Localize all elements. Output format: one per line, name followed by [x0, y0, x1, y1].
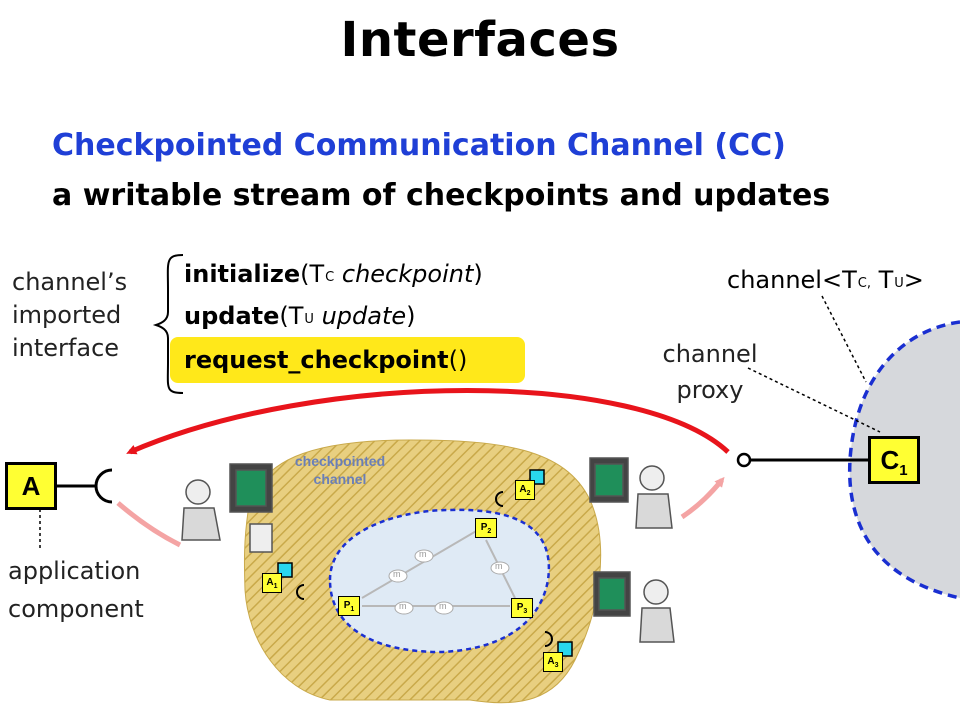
api-update: update(TU update)	[184, 300, 416, 337]
channel-type-label: channel<TC, TU>	[727, 264, 924, 301]
application-component-line: application	[8, 557, 141, 585]
api-method-name: initialize	[184, 260, 301, 288]
inner-channel	[328, 508, 551, 654]
proxy-c1-box: C1	[868, 436, 920, 484]
imported-interface-line: channel’s	[12, 268, 128, 296]
api-param: update	[313, 302, 407, 330]
mini-socket-icon	[544, 631, 553, 647]
application-component-line: component	[8, 595, 144, 623]
user-at-computer-icon	[181, 463, 273, 553]
mini-socket-icon	[296, 584, 305, 600]
api-open: ()	[448, 346, 468, 374]
node-main: A	[547, 656, 555, 667]
leader-proxy	[747, 367, 881, 433]
message-label: m	[393, 569, 401, 579]
inner-channel-line: checkpointed	[294, 453, 386, 469]
node-a1: A1	[262, 573, 282, 593]
page-title: Interfaces	[340, 12, 620, 68]
message-bubble	[434, 601, 454, 615]
inner-channel-label: checkpointed channel	[280, 452, 400, 488]
api-open: (T	[300, 260, 325, 288]
channel-type-sub: C,	[857, 276, 871, 291]
channel-region-outline	[847, 320, 960, 600]
api-open: (T	[279, 302, 304, 330]
socket-icon	[94, 468, 113, 504]
node-main: P	[343, 600, 351, 611]
channel-type-mid: T	[870, 266, 894, 294]
message-label: m	[419, 549, 427, 559]
node-sub: 3	[554, 662, 559, 669]
request-arrow	[126, 388, 730, 455]
interface-brace	[152, 254, 184, 394]
return-arrow-right	[680, 476, 725, 520]
proxy-box-main: C	[880, 445, 900, 475]
api-type-sub: U	[304, 312, 314, 327]
imported-interface-line: interface	[12, 334, 120, 362]
message-label: m	[495, 561, 503, 571]
node-main: A	[519, 484, 527, 495]
request-checkpoint-highlight	[170, 337, 525, 383]
node-sub: 1	[350, 606, 355, 613]
api-type-sub: C	[325, 270, 335, 285]
channel-proxy-label: channel proxy	[640, 336, 780, 408]
application-component-label: application component	[8, 552, 144, 628]
return-arrow-left	[116, 501, 182, 548]
node-sub: 1	[273, 583, 278, 590]
api-initialize: initialize(TC checkpoint)	[184, 258, 483, 295]
message-label: m	[399, 601, 407, 611]
subtitle-black: a writable stream of checkpoints and upd…	[52, 178, 831, 213]
channel-proxy-line: proxy	[676, 376, 744, 404]
api-close: )	[473, 260, 483, 288]
api-param: checkpoint	[334, 260, 474, 288]
user-at-computer-icon	[593, 571, 675, 643]
component-a-box: A	[5, 462, 57, 510]
node-p1: P1	[338, 596, 360, 616]
message-bubble	[388, 569, 408, 583]
subtitle-blue: Checkpointed Communication Channel (CC)	[52, 128, 786, 163]
message-bubble	[490, 561, 510, 575]
channel-type-suffix: >	[903, 266, 924, 294]
user-at-computer-icon	[589, 457, 673, 529]
node-sub: 2	[487, 528, 492, 535]
node-a2: A2	[515, 480, 535, 500]
message-bubble	[414, 549, 434, 563]
api-method-name: request_checkpoint	[184, 346, 449, 374]
channel-proxy-line: channel	[662, 340, 758, 368]
node-main: P	[480, 522, 488, 533]
leader-channel	[821, 295, 867, 383]
inner-channel-line: channel	[313, 471, 367, 487]
node-p3: P3	[511, 598, 533, 618]
mini-socket-icon	[495, 491, 504, 507]
node-main: P	[516, 602, 524, 613]
imported-interface-line: imported	[12, 301, 122, 329]
api-close: )	[406, 302, 416, 330]
channel-type-sub: U	[894, 276, 904, 291]
proxy-box-sub: 1	[899, 462, 908, 480]
node-main: A	[266, 577, 274, 588]
channel-type-prefix: channel<T	[727, 266, 857, 294]
message-bubble	[394, 601, 414, 615]
proxy-ball-icon	[736, 452, 752, 468]
node-sub: 3	[523, 608, 528, 615]
node-sub: 2	[526, 490, 531, 497]
edge-p1-p2	[361, 529, 479, 599]
node-a3: A3	[543, 652, 563, 672]
imported-interface-label: channel’s imported interface	[12, 266, 127, 365]
api-method-name: update	[184, 302, 280, 330]
api-request-checkpoint: request_checkpoint()	[184, 344, 467, 377]
message-label: m	[439, 601, 447, 611]
node-p2: P2	[475, 518, 497, 538]
